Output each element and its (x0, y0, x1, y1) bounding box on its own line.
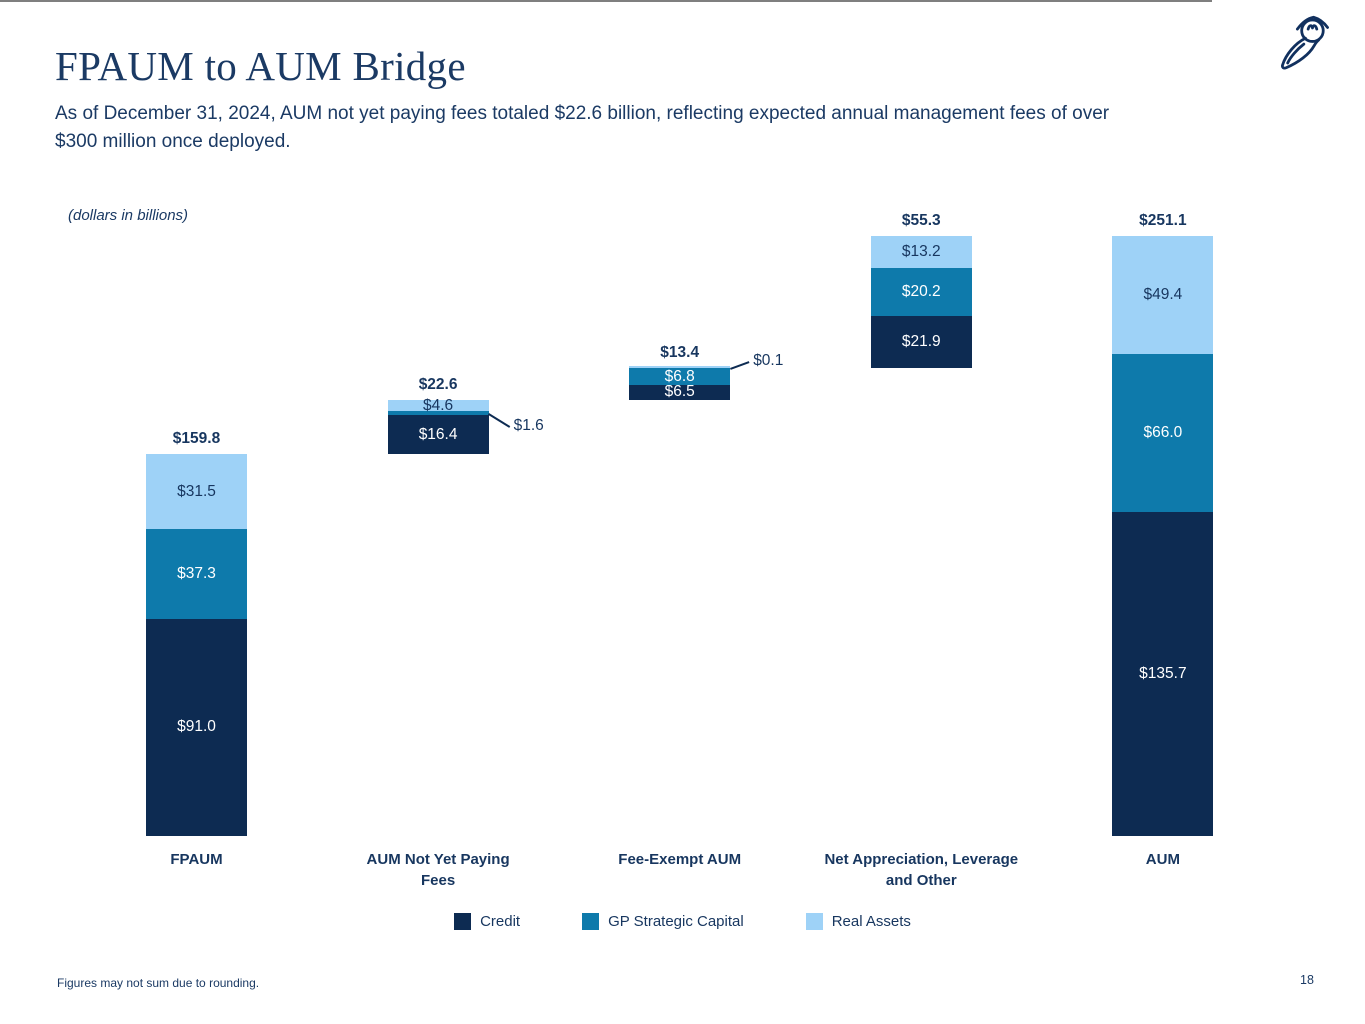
bar-segment-credit: $135.7 (1112, 511, 1214, 836)
units-note: (dollars in billions) (68, 207, 189, 224)
axis-category-label: FPAUM (170, 851, 223, 868)
real-assets-swatch-icon (805, 913, 823, 930)
segment-value-label: $4.6 (423, 396, 454, 414)
bar-segment-real-assets: $49.4 (1112, 236, 1214, 355)
bar-segment-real-assets: $4.6 (387, 397, 489, 414)
axis-category-label: AUM (1145, 851, 1180, 868)
bar-total-label: $13.4 (660, 344, 700, 362)
x-axis-line (0, 0, 1212, 2)
segment-value-label: $91.0 (177, 718, 216, 736)
bar-total-label: $22.6 (418, 376, 458, 394)
legend-label: Real Assets (831, 913, 911, 930)
segment-value-label: $135.7 (1139, 664, 1187, 682)
legend-item-real-assets: Real Assets (805, 913, 911, 930)
page-title: FPAUM to AUM Bridge (55, 43, 466, 89)
bar-segment-gp-strategic-capital: $66.0 (1112, 354, 1214, 512)
legend-item-credit: Credit (454, 913, 520, 930)
slide-subtitle: As of December 31, 2024, AUM not yet pay… (55, 100, 1340, 156)
bar-segment-credit: $21.9 (870, 315, 972, 369)
segment-value-label: $66.0 (1143, 423, 1183, 441)
subtitle-line-1: As of December 31, 2024, AUM not yet pay… (55, 103, 1110, 124)
segment-value-label: $37.3 (177, 565, 216, 583)
legend-item-gp-strategic-capital: GP Strategic Capital (582, 913, 744, 930)
axis-category-label: Fee-Exempt AUM (618, 851, 742, 868)
owl-logo-icon (1280, 14, 1332, 70)
segment-value-label: $21.9 (901, 333, 941, 351)
segment-value-label: $13.2 (901, 242, 941, 260)
axis-category-label: Net Appreciation, Leverage and Other (824, 851, 1019, 889)
bar-segment-real-assets: $31.5 (146, 454, 247, 530)
segment-value-label: $6.5 (664, 383, 695, 401)
bar-segment-credit: $16.4 (387, 415, 489, 455)
legend-label: GP Strategic Capital (608, 913, 744, 930)
segment-value-label: $16.4 (418, 425, 458, 443)
segment-value-label: $6.8 (664, 367, 695, 385)
chart-legend: Credit GP Strategic Capital Real Assets (0, 913, 1365, 930)
segment-value-label: $20.2 (901, 282, 941, 300)
callout-line (487, 413, 510, 428)
page-number: 18 (1300, 973, 1314, 987)
bar-segment-gp-strategic-capital: $37.3 (146, 529, 247, 619)
callout-value-label: $1.6 (513, 417, 544, 435)
footnote: Figures may not sum due to rounding. (57, 976, 260, 990)
axis-category-label: AUM Not Yet Paying Fees (366, 851, 510, 889)
bar-total-label: $55.3 (901, 212, 941, 230)
segment-value-label: $31.5 (177, 482, 216, 500)
subtitle-line-2: $300 million once deployed. (55, 131, 291, 152)
bar-segment-gp-strategic-capital: $6.8 (629, 367, 731, 385)
callout-line (730, 361, 750, 371)
segment-value-label: $49.4 (1143, 286, 1183, 304)
bar-segment-real-assets (629, 366, 731, 369)
credit-swatch-icon (454, 913, 472, 930)
bar-segment-gp-strategic-capital (387, 411, 489, 416)
bar-total-label: $159.8 (172, 430, 221, 448)
bar-segment-real-assets: $13.2 (870, 236, 972, 268)
bar-segment-credit: $6.5 (629, 383, 731, 401)
gp-strategic-capital-swatch-icon (582, 913, 600, 930)
callout-value-label: $0.1 (753, 352, 784, 370)
bar-segment-credit: $91.0 (146, 618, 247, 836)
bar-segment-gp-strategic-capital: $20.2 (870, 267, 972, 316)
bar-total-label: $251.1 (1139, 212, 1187, 230)
legend-label: Credit (480, 913, 521, 930)
